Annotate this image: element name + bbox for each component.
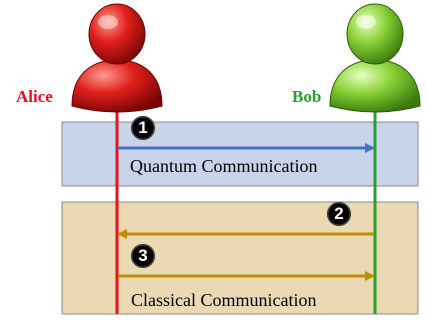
step-3-marker: 3 [131, 244, 155, 268]
step-1-marker: 1 [131, 116, 155, 140]
bob-user-icon [329, 3, 421, 113]
classical-band-label: Classical Communication [131, 290, 317, 310]
alice-user-icon [71, 3, 163, 113]
alice-label: Alice [16, 87, 53, 106]
bob-label: Bob [292, 87, 322, 106]
step-2-marker: 2 [327, 202, 351, 226]
quantum-band-label: Quantum Communication [130, 156, 318, 176]
quantum-band [61, 121, 419, 187]
classical-band [61, 201, 419, 315]
